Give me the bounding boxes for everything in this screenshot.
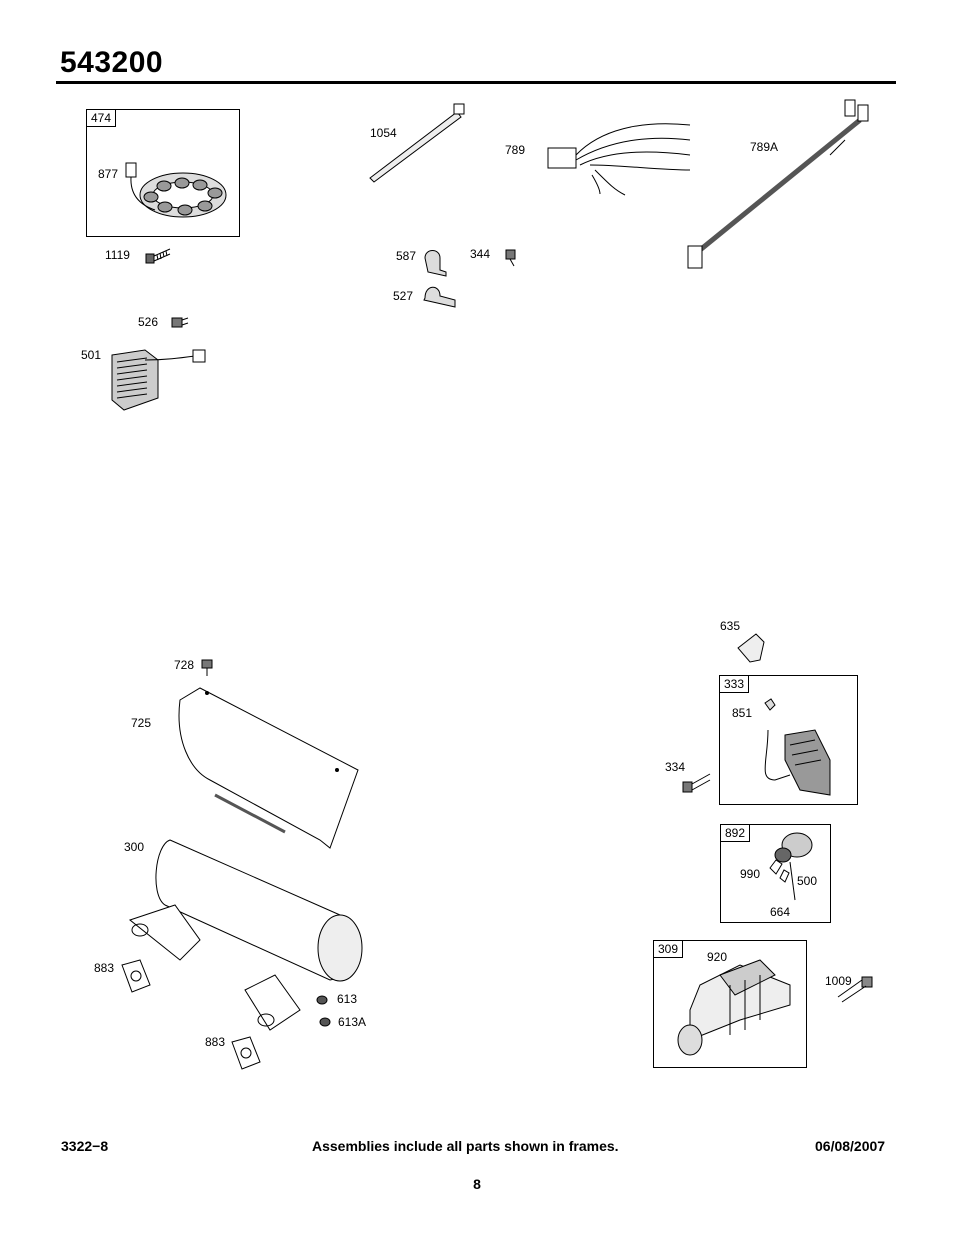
bolt-1009-drawing [837,976,873,1003]
regulator-drawing [111,349,206,411]
stator-ring-drawing [125,162,227,218]
clamp-527-drawing [423,286,456,308]
part-label-613A: 613A [338,1015,367,1029]
nut-613A-drawing [319,1017,331,1027]
screw-344-drawing [505,249,516,267]
part-label-664: 664 [770,905,791,919]
part-label-300: 300 [124,840,145,854]
gasket-883b-drawing [231,1036,261,1070]
frame-tag-309: 309 [654,941,684,958]
key-switch-drawing [769,832,813,901]
frame-tag-474: 474 [87,110,117,127]
page-number: 8 [473,1176,481,1192]
screw-728-drawing [201,659,213,676]
part-label-526: 526 [138,315,159,329]
part-label-501: 501 [81,348,102,362]
assembly-frame-892: 892 [720,824,831,923]
assembly-frame-474: 474 [86,109,240,237]
nut-613-drawing [316,995,328,1005]
part-label-990: 990 [740,867,761,881]
ignition-module-drawing [764,698,831,796]
part-label-1119: 1119 [105,248,130,262]
screw-334-drawing [682,773,711,793]
part-label-635: 635 [720,619,741,633]
harness-789-drawing [547,123,691,196]
footer-date: 06/08/2007 [815,1138,886,1154]
frame-tag-892: 892 [721,825,751,842]
footer-note: Assemblies include all parts shown in fr… [312,1138,619,1154]
part-label-851: 851 [732,706,753,720]
spark-boot-drawing [737,633,765,663]
heat-shield-drawing [178,687,359,849]
cable-tie-drawing [369,103,465,183]
part-label-920: 920 [707,950,728,964]
screw-526-drawing [171,317,189,328]
part-label-789: 789 [505,143,526,157]
muffler-drawing [128,839,363,1031]
starter-motor-drawing [677,959,791,1056]
clamp-587-drawing [424,250,447,277]
part-label-1009: 1009 [825,974,852,988]
screw-1119-drawing [145,248,171,264]
part-label-883-b: 883 [205,1035,226,1049]
part-label-725: 725 [131,716,152,730]
part-label-344: 344 [470,247,491,261]
part-label-613: 613 [337,992,358,1006]
part-label-883-a: 883 [94,961,115,975]
assembly-frame-309: 309 [653,940,807,1068]
part-label-527: 527 [393,289,414,303]
gasket-883a-drawing [121,959,151,993]
part-label-500: 500 [797,874,818,888]
part-label-1054: 1054 [370,126,397,140]
harness-789A-drawing [687,99,869,269]
header-rule [56,81,896,84]
footer-code: 3322−8 [61,1138,109,1154]
part-label-728: 728 [174,658,195,672]
part-label-877: 877 [98,167,119,181]
page-title: 543200 [60,46,164,79]
frame-tag-333: 333 [720,676,750,693]
part-label-334: 334 [665,760,686,774]
part-label-789A: 789A [750,140,779,154]
part-label-587: 587 [396,249,417,263]
assembly-frame-333: 333 [719,675,858,805]
